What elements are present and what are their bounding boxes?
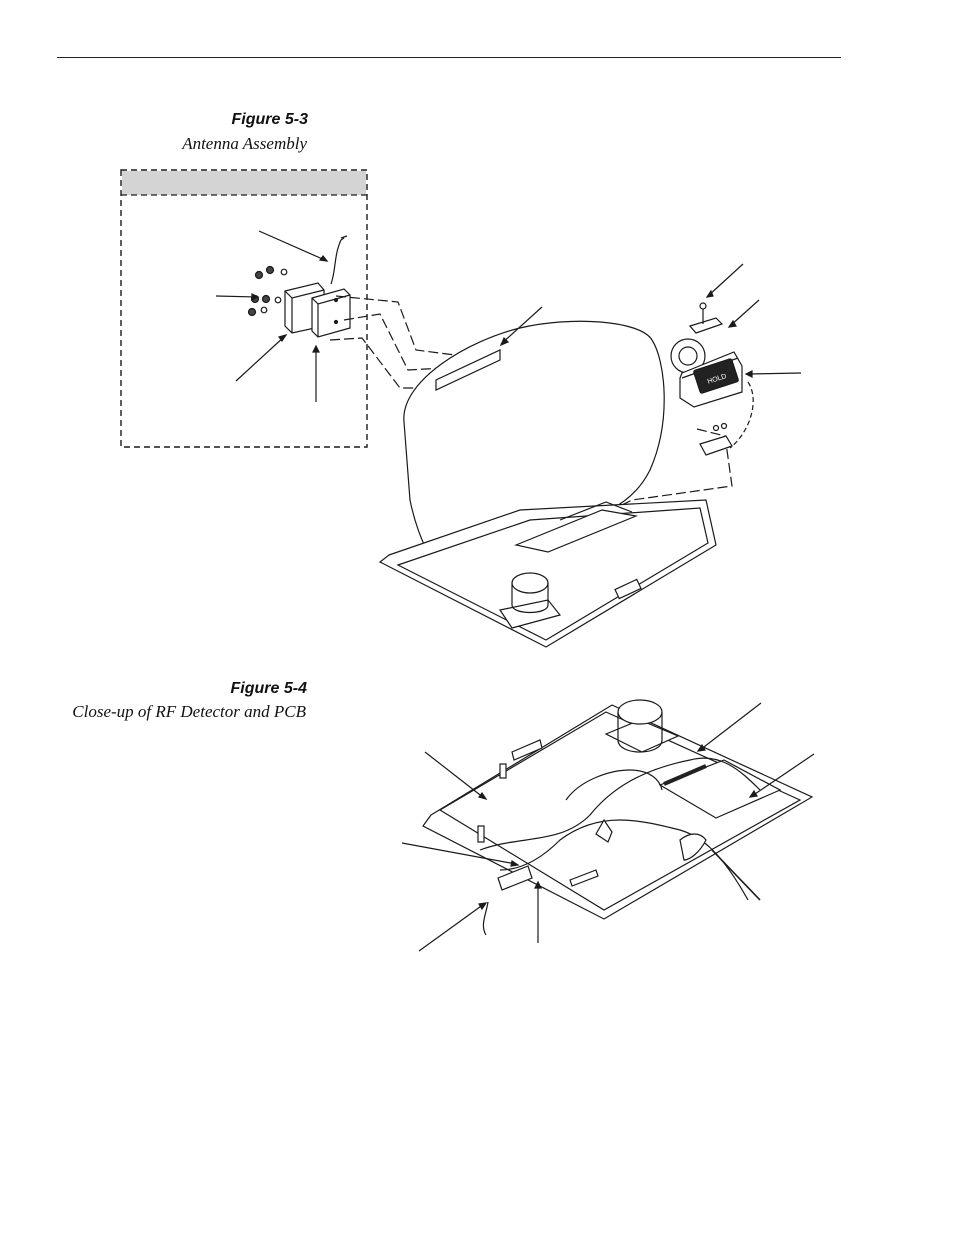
figure-5-3-number: Figure 5-3: [231, 111, 308, 128]
hold-control-panel: HOLD: [670, 263, 802, 456]
header-rule: [57, 57, 841, 58]
figure-5-4-caption: Close-up of RF Detector and PCB: [72, 702, 306, 721]
rf-detector-exploded: [247, 235, 351, 338]
figure-5-4-number: Figure 5-4: [230, 680, 307, 697]
figure-5-3-caption: Antenna Assembly: [182, 134, 307, 153]
antenna-base-plate: [378, 499, 717, 648]
detail-inset: [120, 169, 368, 448]
antenna-dome: [403, 306, 665, 586]
rf-detector-pcb-illustration: [401, 699, 815, 952]
